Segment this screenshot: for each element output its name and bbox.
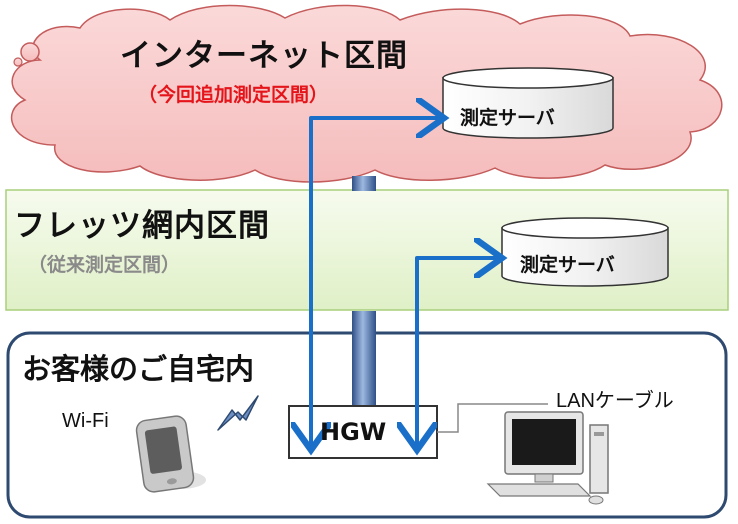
smartphone-icon — [135, 415, 206, 493]
pipe-flets-home — [352, 311, 376, 407]
server-label-internet: 測定サーバ — [460, 107, 555, 129]
home-zone-title: お客様のご自宅内 — [22, 352, 255, 386]
server-label-flets: 測定サーバ — [520, 254, 615, 276]
flets-zone-subtitle: （従来測定区間） — [28, 254, 181, 276]
hgw-label: HGW — [320, 418, 387, 446]
pipe-internet-flets — [352, 176, 376, 191]
internet-zone-subtitle: （今回追加測定区間） — [138, 84, 329, 106]
wifi-label: Wi-Fi — [62, 410, 109, 432]
internet-zone-title: インターネット区間 — [120, 38, 408, 74]
server-cylinder-internet — [442, 67, 614, 139]
cloud-bubble-small — [13, 57, 23, 67]
measurement-paths — [311, 118, 498, 446]
lan-cable — [437, 403, 548, 433]
flets-zone-title: フレッツ網内区間 — [14, 208, 270, 244]
wifi-signal-icon — [217, 395, 259, 431]
lan-cable-label: LANケーブル — [556, 390, 674, 412]
cloud-bubble-large — [20, 42, 40, 62]
server-cylinder-flets — [501, 217, 669, 287]
desktop-pc-icon — [486, 411, 609, 505]
